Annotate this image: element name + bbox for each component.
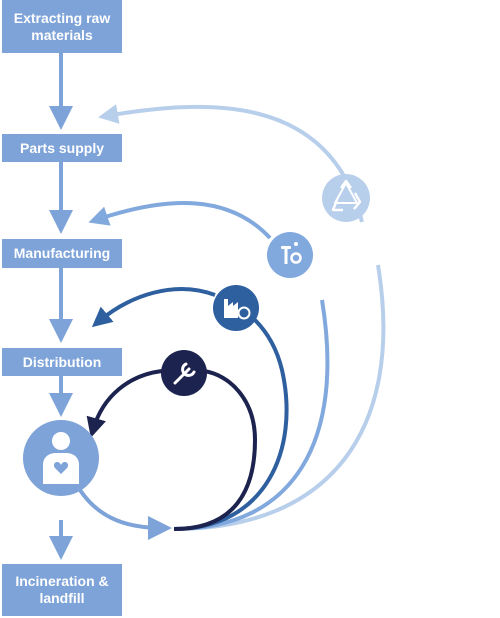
stage-parts-supply: Parts supply	[2, 134, 122, 162]
stage-extracting: Extracting raw materials	[2, 0, 122, 53]
loop-parts-harvesting	[88, 201, 330, 531]
stage-manufacturing-label: Manufacturing	[13, 245, 111, 261]
main-flow-arrows	[49, 53, 172, 560]
loop-refurbish-path-lower	[173, 318, 289, 531]
tools-gear-icon	[281, 242, 302, 264]
wrench-icon	[173, 362, 196, 385]
loop-repair-path-upper	[86, 369, 163, 438]
loop-refurbish	[91, 287, 289, 531]
refurbish-node	[213, 285, 259, 331]
loop-refurbish-path-upper	[91, 287, 216, 328]
stage-distribution: Distribution	[2, 348, 122, 376]
factory-refresh-icon	[224, 299, 251, 320]
user-node	[23, 420, 99, 496]
parts-node	[267, 232, 313, 278]
loop-parts-path-lower	[173, 299, 330, 531]
loop-repair	[86, 369, 258, 531]
recycle-icon	[331, 179, 362, 212]
arrow-user-to-loop-hub	[78, 488, 172, 540]
loop-repair-path-lower	[173, 369, 258, 531]
stage-manufacturing: Manufacturing	[2, 239, 122, 268]
loop-parts-path-upper	[88, 201, 272, 240]
loop-recycle-path-lower	[173, 264, 386, 531]
stage-parts-supply-label: Parts supply	[19, 139, 105, 156]
recycle-node	[322, 174, 370, 222]
stage-distribution-label: Distribution	[22, 353, 102, 370]
stage-incineration: Incineration & landfill	[2, 564, 122, 616]
stage-incineration-label: Incineration & landfill	[15, 573, 109, 606]
repair-node	[161, 350, 207, 396]
stage-extracting-label: Extracting raw materials	[13, 9, 111, 43]
user-heart-icon	[43, 432, 79, 484]
